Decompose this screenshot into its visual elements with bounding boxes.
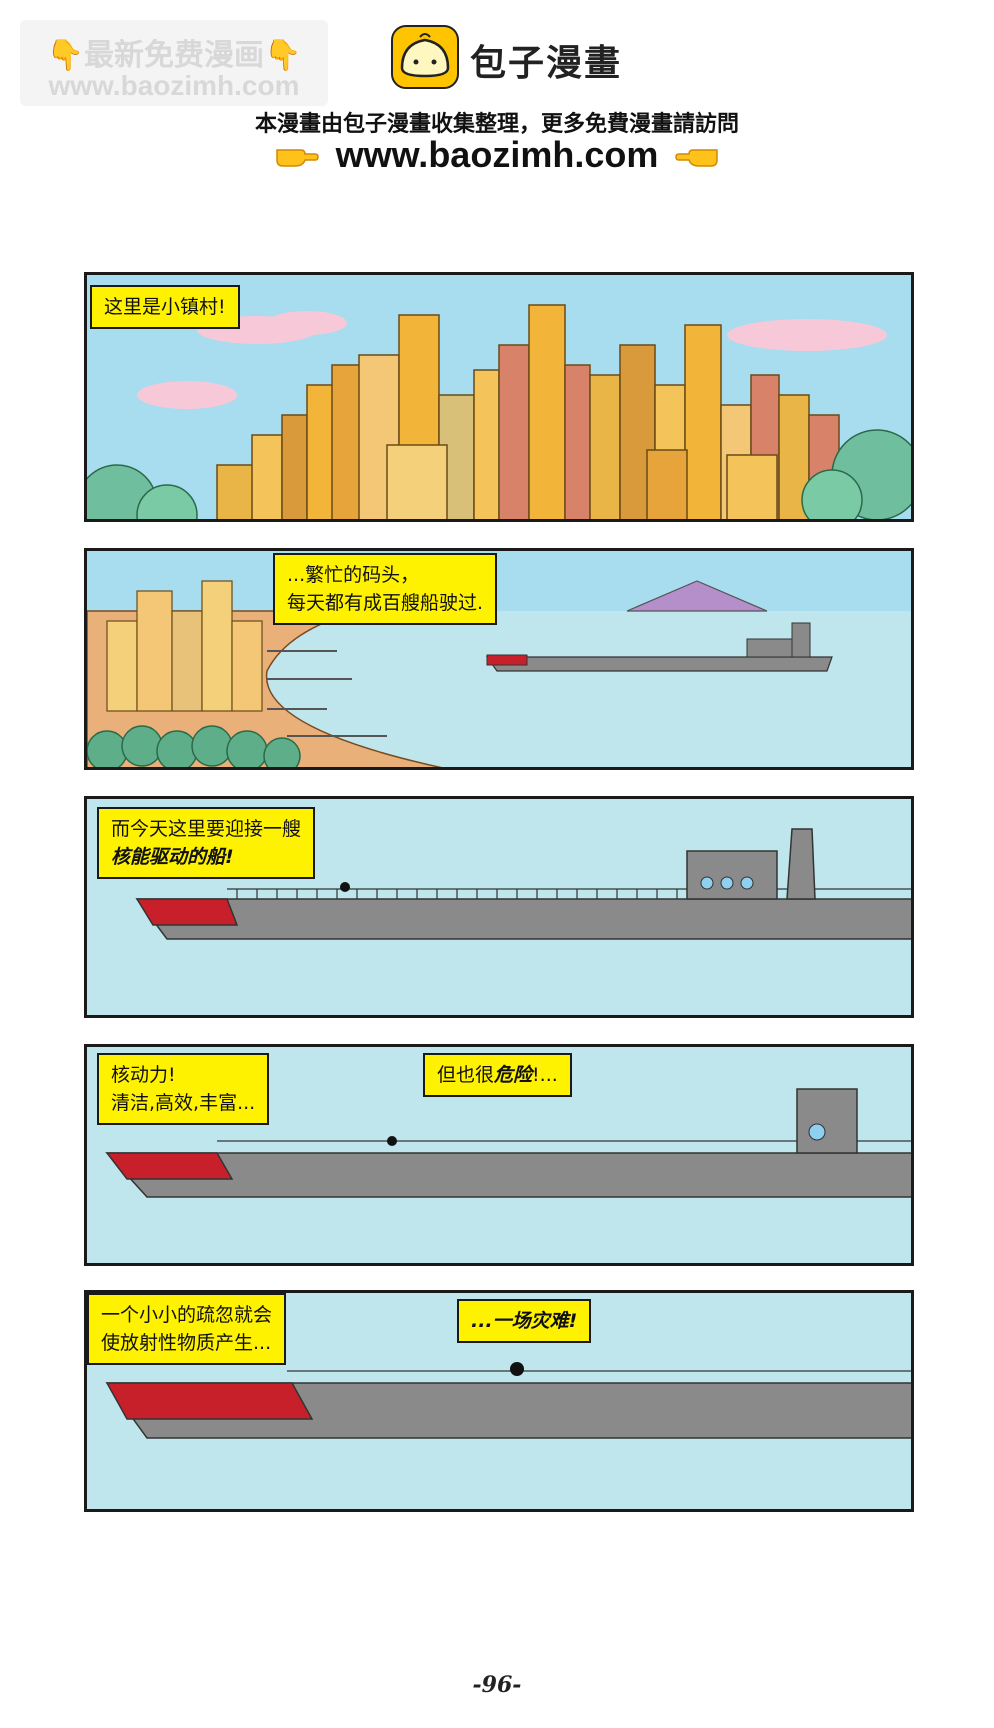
panel-3-caption-line2: 核能驱动的船! [111,843,301,871]
site-title: 包子漫畫 [470,43,623,84]
comic-panel-3: 而今天这里要迎接一艘 核能驱动的船! [84,796,914,1018]
watermark: 👇最新免费漫画👇 www.baozimh.com [20,20,328,106]
panel-4-caption-b: 但也很危险!... [423,1053,572,1097]
panel-5-caption-a-line1: 一个小小的疏忽就会 [101,1304,273,1326]
site-subtitle: 本漫畫由包子漫畫收集整理，更多免費漫畫請訪問 [254,112,739,137]
panel-4-caption-a-line2: 清洁,高效,丰富... [111,1092,256,1114]
panel-5-caption-a: 一个小小的疏忽就会 使放射性物质产生... [87,1293,287,1365]
harbor-art [87,551,911,767]
panel-5-caption-b-text: ...一场灾难! [471,1310,578,1332]
panel-3-caption: 而今天这里要迎接一艘 核能驱动的船! [97,807,316,879]
panel-5-caption-a-line2: 使放射性物质产生... [101,1332,272,1354]
panel-2-caption-line2: 每天都有成百艘船驶过. [287,592,484,614]
panel-4-caption-b-prefix: 但也很 [437,1064,495,1086]
comic-panel-5: 一个小小的疏忽就会 使放射性物质产生... ...一场灾难! [84,1290,914,1512]
panel-3-caption-line1: 而今天这里要迎接一艘 [111,818,302,840]
panel-4-caption-a-line1: 核动力! [111,1064,176,1086]
pointing-hand-icon [275,142,319,168]
panel-3-caption-emphasis: 核能驱动的船! [111,846,234,868]
page-number: -96- [472,1672,522,1698]
panel-2-caption-line1: ...繁忙的码头， [287,564,420,586]
panel-4-caption-a: 核动力! 清洁,高效,丰富... [97,1053,270,1125]
comic-panel-4: 核动力! 清洁,高效,丰富... 但也很危险!... [84,1044,914,1266]
comic-panel-2: ...繁忙的码头， 每天都有成百艘船驶过. [84,548,914,770]
pointing-hand-icon [675,142,719,168]
panel-1-caption: 这里是小镇村! [90,285,240,329]
watermark-line2: www.baozimh.com [48,70,300,101]
panel-5-caption-b: ...一场灾难! [457,1299,592,1343]
site-url-row: www.baozimh.com [0,134,994,184]
site-url-link[interactable]: www.baozimh.com [335,134,659,175]
baozi-bun-logo-icon[interactable] [390,24,460,90]
watermark-line1: 👇最新免费漫画👇 [46,39,302,72]
comic-panel-1: 这里是小镇村! [84,272,914,522]
panel-2-caption: ...繁忙的码头， 每天都有成百艘船驶过. [273,553,498,625]
panel-4-caption-b-suffix: !... [532,1064,558,1086]
panel-4-caption-b-emphasis: 危险 [494,1064,533,1086]
